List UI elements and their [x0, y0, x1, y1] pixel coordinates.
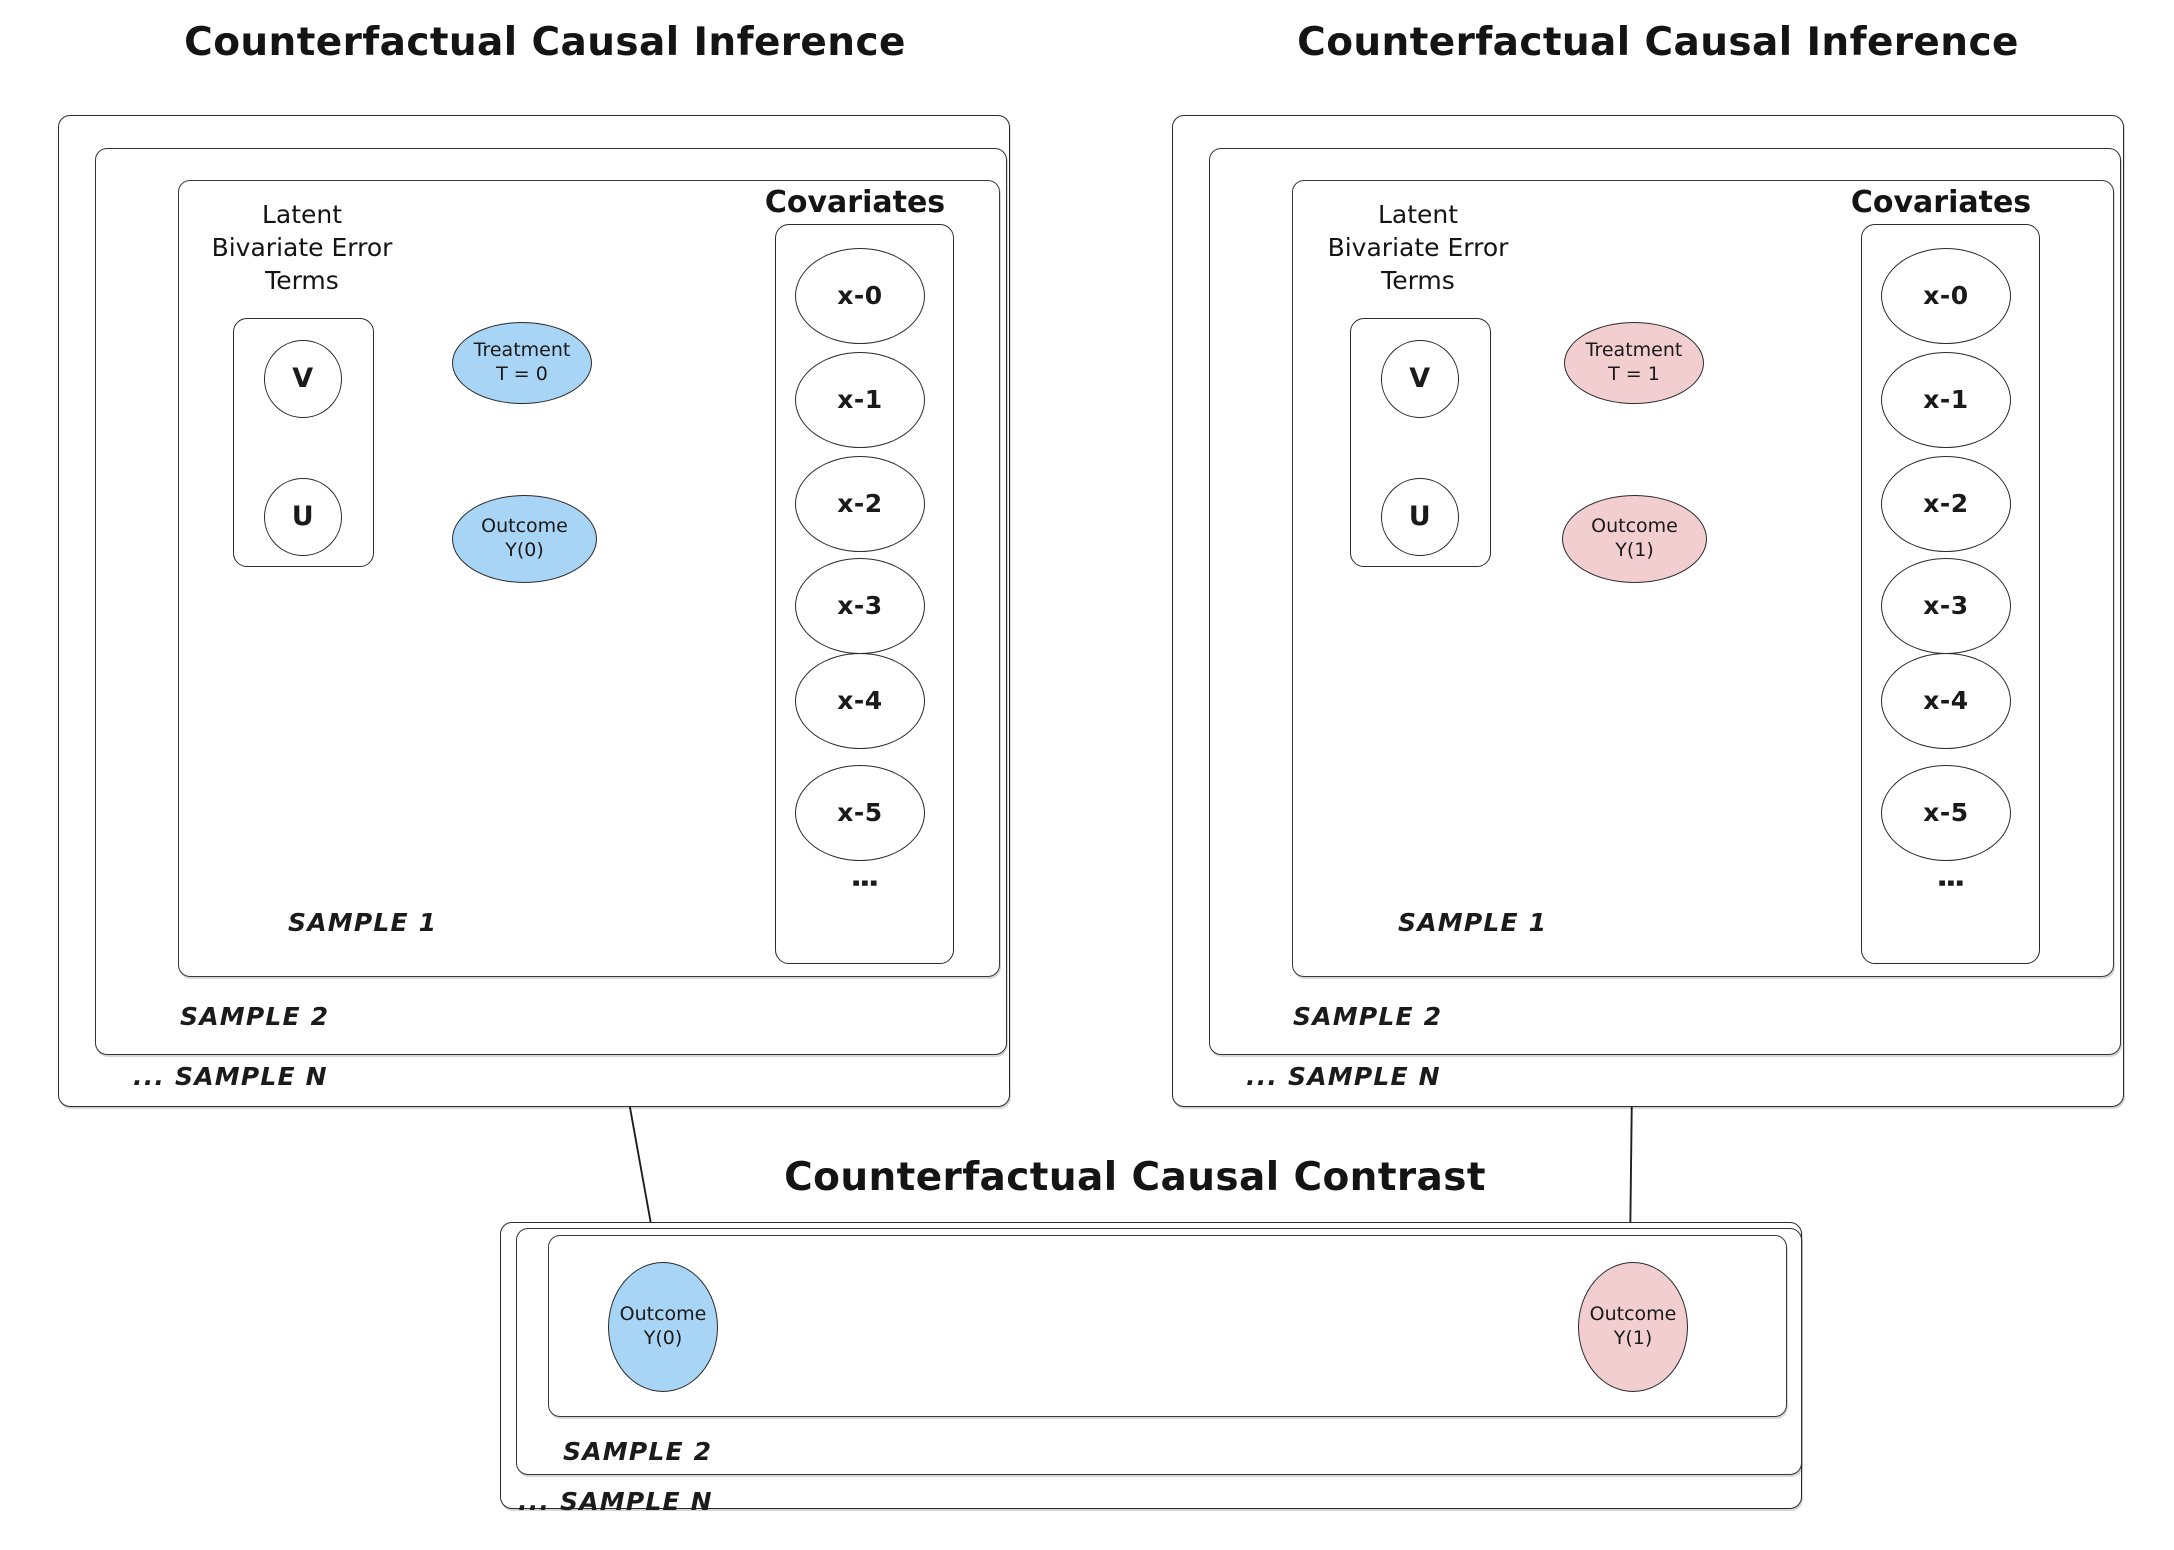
right-outcome-node[interactable]: Outcome Y(1): [1562, 495, 1707, 583]
left-node-u[interactable]: U: [264, 478, 342, 556]
left-outcome-label: Outcome Y(0): [481, 515, 568, 561]
left-covariate-x-4-label: x-4: [837, 686, 883, 716]
right-sample-n-label: ... SAMPLE N: [1246, 1062, 1441, 1091]
right-node-u[interactable]: U: [1381, 478, 1459, 556]
left-treatment-label: Treatment T = 0: [473, 339, 571, 385]
right-covariate-x-5[interactable]: x-5: [1881, 765, 2011, 861]
left-treatment-node[interactable]: Treatment T = 0: [452, 322, 592, 404]
right-covariate-x-3[interactable]: x-3: [1881, 558, 2011, 654]
left-covariate-x-0-label: x-0: [837, 281, 883, 311]
left-node-v-label: V: [292, 363, 314, 395]
right-node-v-label: V: [1409, 363, 1431, 395]
left-covariate-x-3-label: x-3: [837, 591, 883, 621]
right-node-v[interactable]: V: [1381, 340, 1459, 418]
left-sample-n-label: ... SAMPLE N: [133, 1062, 328, 1091]
right-sample-2-label: SAMPLE 2: [1293, 1002, 1443, 1031]
right-covariate-x-0[interactable]: x-0: [1881, 248, 2011, 344]
right-covariate-x-4-label: x-4: [1923, 686, 1969, 716]
right-node-u-label: U: [1408, 501, 1432, 533]
left-covariate-x-3[interactable]: x-3: [795, 558, 925, 654]
right-sample-1-label: SAMPLE 1: [1398, 908, 1548, 937]
left-covariate-x-5-label: x-5: [837, 798, 883, 828]
left-sample-2-label: SAMPLE 2: [180, 1002, 330, 1031]
contrast-panel-title: Counterfactual Causal Contrast: [784, 1155, 1486, 1200]
contrast-sample-n-label: ... SAMPLE N: [518, 1487, 713, 1516]
right-covariates-ellipsis: ⋮: [1932, 868, 1968, 900]
left-covariate-x-0[interactable]: x-0: [795, 248, 925, 344]
right-covariate-x-2[interactable]: x-2: [1881, 456, 2011, 552]
right-treatment-node[interactable]: Treatment T = 1: [1564, 322, 1704, 404]
contrast-outcome-treated-node[interactable]: Outcome Y(1): [1578, 1262, 1688, 1392]
right-covariate-x-4[interactable]: x-4: [1881, 653, 2011, 749]
left-node-u-label: U: [291, 501, 315, 533]
left-covariate-x-1-label: x-1: [837, 385, 883, 415]
left-outcome-node[interactable]: Outcome Y(0): [452, 495, 597, 583]
right-covariates-caption: Covariates: [1850, 185, 2032, 220]
left-covariate-x-1[interactable]: x-1: [795, 352, 925, 448]
right-covariate-x-2-label: x-2: [1923, 489, 1969, 519]
right-covariate-x-5-label: x-5: [1923, 798, 1969, 828]
left-covariates-caption: Covariates: [764, 185, 946, 220]
right-covariate-x-1[interactable]: x-1: [1881, 352, 2011, 448]
right-covariate-x-1-label: x-1: [1923, 385, 1969, 415]
right-outcome-label: Outcome Y(1): [1591, 515, 1678, 561]
contrast-outcome-control-label: Outcome Y(0): [619, 1303, 707, 1349]
left-covariate-x-2[interactable]: x-2: [795, 456, 925, 552]
left-node-v[interactable]: V: [264, 340, 342, 418]
right-covariate-x-3-label: x-3: [1923, 591, 1969, 621]
contrast-outcome-treated-label: Outcome Y(1): [1589, 1303, 1677, 1349]
left-sample-1-label: SAMPLE 1: [288, 908, 438, 937]
contrast-sample-2-label: SAMPLE 2: [563, 1437, 713, 1466]
left-covariate-x-5[interactable]: x-5: [795, 765, 925, 861]
left-covariates-ellipsis: ⋮: [846, 868, 882, 900]
right-latent-caption: Latent Bivariate Error Terms: [1327, 200, 1509, 295]
right-treatment-label: Treatment T = 1: [1585, 339, 1683, 385]
left-covariate-x-4[interactable]: x-4: [795, 653, 925, 749]
right-panel-title: Counterfactual Causal Inference: [1297, 20, 2019, 65]
left-covariate-x-2-label: x-2: [837, 489, 883, 519]
contrast-outcome-control-node[interactable]: Outcome Y(0): [608, 1262, 718, 1392]
left-latent-caption: Latent Bivariate Error Terms: [211, 200, 393, 295]
right-covariate-x-0-label: x-0: [1923, 281, 1969, 311]
left-panel-title: Counterfactual Causal Inference: [184, 20, 906, 65]
